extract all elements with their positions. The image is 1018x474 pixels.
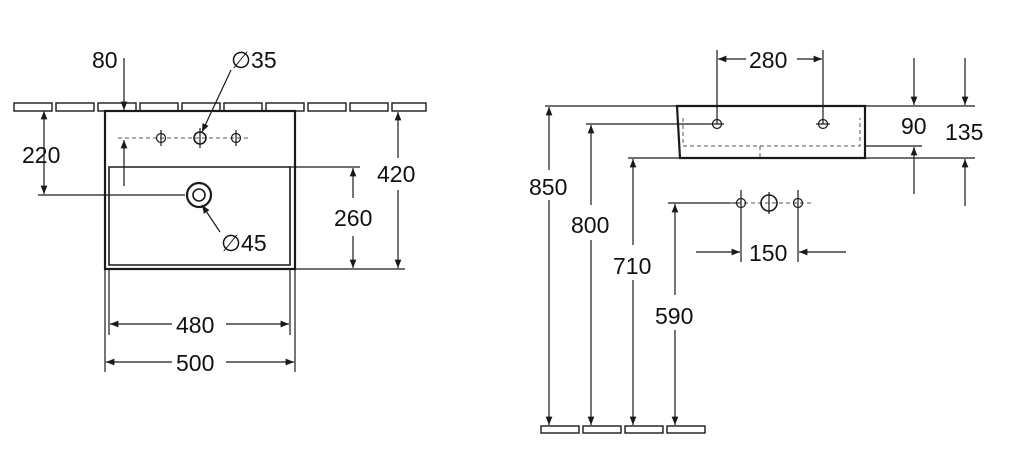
dim-top-height: 850 xyxy=(529,174,567,200)
tap-holes xyxy=(118,128,250,148)
drain xyxy=(38,181,213,209)
fixing-holes xyxy=(730,190,812,262)
dim-overall-depth: 420 xyxy=(377,161,415,187)
floor-tiles xyxy=(540,425,706,434)
dim-overall-height: 135 xyxy=(945,119,983,145)
dim-hole-height: 800 xyxy=(571,212,609,238)
dim-bowl-depth: 260 xyxy=(334,205,372,231)
side-tap-holes xyxy=(710,118,830,130)
dim-drain-hole: ∅45 xyxy=(221,230,267,256)
dim-tap-offset: 80 xyxy=(92,47,118,73)
dim-tap-hole: ∅35 xyxy=(231,47,277,73)
basin-inner-profile xyxy=(682,118,861,147)
dim-inner-width: 480 xyxy=(176,312,214,338)
dim-overall-width: 500 xyxy=(176,350,214,376)
dim-underside-height: 710 xyxy=(613,253,651,279)
dim-drain-depth: 220 xyxy=(22,142,60,168)
dim-fixing-spacing: 150 xyxy=(749,240,787,266)
basin-profile xyxy=(675,104,867,160)
plan-view: 80 ∅35 220 ∅45 260 420 480 500 xyxy=(13,47,427,376)
basin-outline xyxy=(103,109,297,271)
side-view: 280 90 135 850 800 710 590 xyxy=(529,47,983,434)
dim-trap-height: 590 xyxy=(655,303,693,329)
bowl-outline xyxy=(108,166,291,266)
dim-tap-spacing: 280 xyxy=(749,47,787,73)
wall-tiles-left xyxy=(13,102,427,112)
dim-rim-thickness: 90 xyxy=(901,113,927,139)
